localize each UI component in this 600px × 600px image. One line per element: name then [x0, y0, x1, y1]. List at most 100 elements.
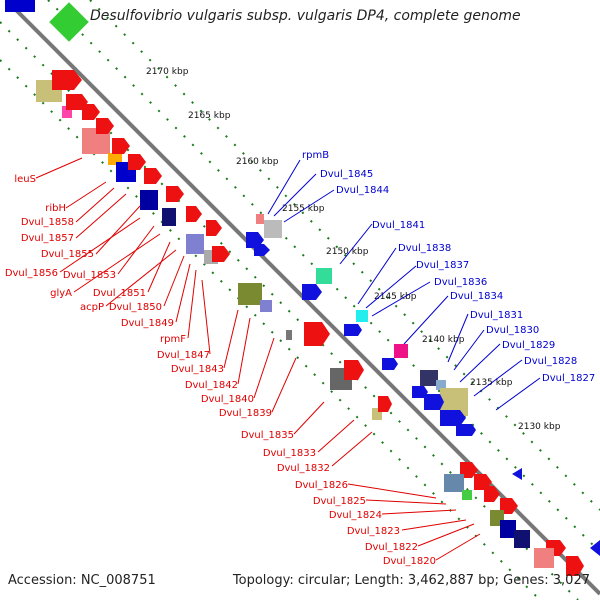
gene-label-left: Dvul_1832 [277, 463, 330, 474]
gene-label-right: Dvul_1827 [542, 373, 595, 384]
gene-arrow [440, 410, 466, 426]
gene-arrow [456, 424, 476, 436]
gene-arrow [484, 486, 500, 502]
gene-arrow [128, 154, 146, 170]
gene-label-right: Dvul_1830 [486, 325, 539, 336]
gene-block [286, 330, 292, 340]
gene-block [238, 283, 262, 305]
gene-arrow [52, 70, 82, 90]
left-callout-lines [35, 157, 481, 561]
kbp-label: 2165 kbp [188, 111, 231, 121]
gene-label-left: Dvul_1826 [295, 480, 348, 491]
gene-label-right: Dvul_1837 [416, 260, 469, 271]
gene-label-right: rpmB [302, 150, 329, 161]
gene-arrow [112, 138, 130, 154]
gene-block [49, 2, 89, 42]
gene-arrow [144, 168, 162, 184]
gene-arrow [302, 284, 322, 300]
gene-arrow [206, 220, 222, 236]
gene-features [5, 0, 600, 576]
gene-label-left: rpmF [160, 334, 186, 345]
gene-block [462, 490, 472, 500]
kbp-label: 2150 kbp [326, 247, 369, 257]
kbp-label: 2140 kbp [422, 335, 465, 345]
gene-label-left: Dvul_1825 [313, 496, 366, 507]
gene-label-left: Dvul_1840 [201, 394, 254, 405]
gene-block [186, 234, 204, 254]
gene-block [316, 268, 332, 284]
gene-arrow [382, 358, 398, 370]
gene-block [62, 106, 72, 118]
right-gene-labels: rpmBDvul_1845Dvul_1844Dvul_1841Dvul_1838… [302, 150, 595, 384]
gene-label-left: Dvul_1842 [185, 380, 238, 391]
gene-arrow [344, 360, 364, 380]
gene-block [514, 530, 530, 548]
gene-label-right: Dvul_1844 [336, 185, 389, 196]
topology-text: Topology: circular; Length: 3,462,887 bp… [232, 573, 590, 588]
gene-arrow [500, 498, 518, 514]
gene-label-left: Dvul_1822 [365, 542, 418, 553]
gene-block [500, 520, 516, 538]
gene-arrow [96, 118, 114, 134]
gene-label-left: Dvul_1823 [347, 526, 400, 537]
gene-block [140, 190, 158, 210]
gene-label-left: Dvul_1856 [5, 268, 58, 279]
gene-label-right: Dvul_1831 [470, 310, 523, 321]
gene-arrow [186, 206, 202, 222]
gene-label-left: glyA [50, 288, 72, 299]
gene-block [420, 370, 438, 386]
gene-block [5, 0, 35, 12]
gene-block [356, 310, 368, 322]
gene-arrow [512, 468, 522, 480]
gene-arrow [566, 556, 584, 576]
gene-arrow [82, 104, 100, 120]
gene-label-right: Dvul_1834 [450, 291, 503, 302]
gene-arrow [304, 322, 330, 346]
kbp-label: 2170 kbp [146, 67, 189, 77]
gene-label-left: Dvul_1824 [329, 510, 382, 521]
kbp-label: 2160 kbp [236, 157, 279, 167]
gene-arrow [424, 394, 444, 410]
kbp-label: 2155 kbp [282, 204, 325, 214]
gene-label-left: acpP [80, 302, 104, 313]
gene-label-left: Dvul_1843 [171, 364, 224, 375]
gene-label-left: leuS [14, 174, 36, 185]
gene-block [436, 380, 446, 390]
gene-arrow [460, 462, 478, 478]
gene-label-left: Dvul_1855 [41, 249, 94, 260]
gene-label-left: Dvul_1833 [263, 448, 316, 459]
accession-text: Accession: NC_008751 [8, 573, 156, 588]
gene-label-left: Dvul_1850 [109, 302, 162, 313]
gene-label-left: Dvul_1839 [219, 408, 272, 419]
gene-label-left: Dvul_1847 [157, 350, 210, 361]
gene-label-left: Dvul_1851 [93, 288, 146, 299]
gene-block [394, 344, 408, 358]
gene-label-right: Dvul_1841 [372, 220, 425, 231]
gene-label-right: Dvul_1829 [502, 340, 555, 351]
gene-label-left: Dvul_1857 [21, 233, 74, 244]
gene-label-right: Dvul_1845 [320, 169, 373, 180]
gene-label-left: Dvul_1849 [121, 318, 174, 329]
gene-label-right: Dvul_1836 [434, 277, 487, 288]
gene-label-left: Dvul_1820 [383, 556, 436, 567]
gene-label-left: Dvul_1835 [241, 430, 294, 441]
gene-label-left: Dvul_1858 [21, 217, 74, 228]
gene-block [534, 548, 554, 568]
kbp-label: 2130 kbp [518, 422, 561, 432]
gene-arrow [166, 186, 184, 202]
gene-label-left: ribH [45, 203, 66, 214]
gene-arrow [212, 246, 230, 262]
right-callout-lines [267, 159, 541, 411]
page-title: Desulfovibrio vulgaris subsp. vulgaris D… [90, 8, 521, 24]
gene-block [444, 474, 464, 492]
gene-arrow [254, 244, 270, 256]
gene-block [256, 214, 264, 224]
gene-label-left: Dvul_1853 [63, 270, 116, 281]
gene-arrow [378, 396, 392, 412]
gene-arrow [344, 324, 362, 336]
gene-block [372, 408, 382, 420]
gene-block [264, 220, 282, 238]
kbp-label: 2145 kbp [374, 292, 417, 302]
